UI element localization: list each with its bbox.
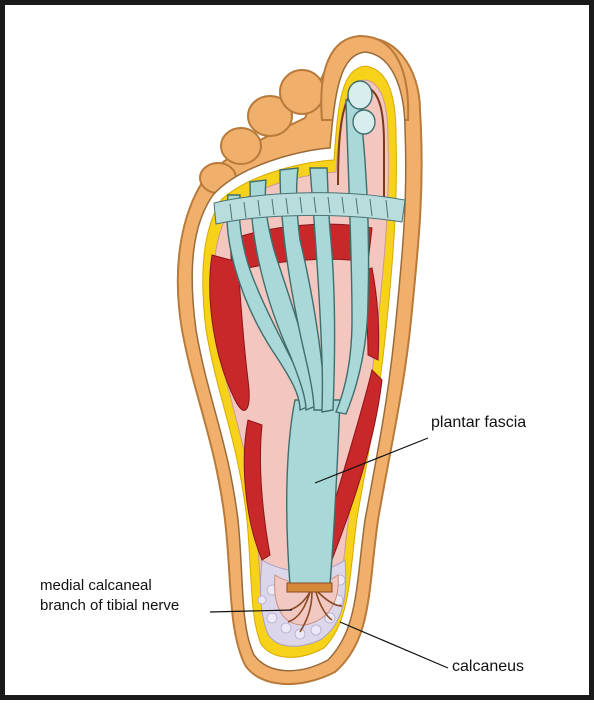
toe-2 xyxy=(280,70,324,114)
label-nerve-line2: branch of tibial nerve xyxy=(40,597,179,614)
label-plantar-fascia: plantar fascia xyxy=(431,414,526,431)
label-nerve-line1: medial calcaneal xyxy=(40,577,152,594)
toe-4 xyxy=(221,128,261,164)
fascia-origin xyxy=(287,583,332,592)
label-calcaneus: calcaneus xyxy=(452,658,524,675)
fascia-body xyxy=(287,400,340,585)
